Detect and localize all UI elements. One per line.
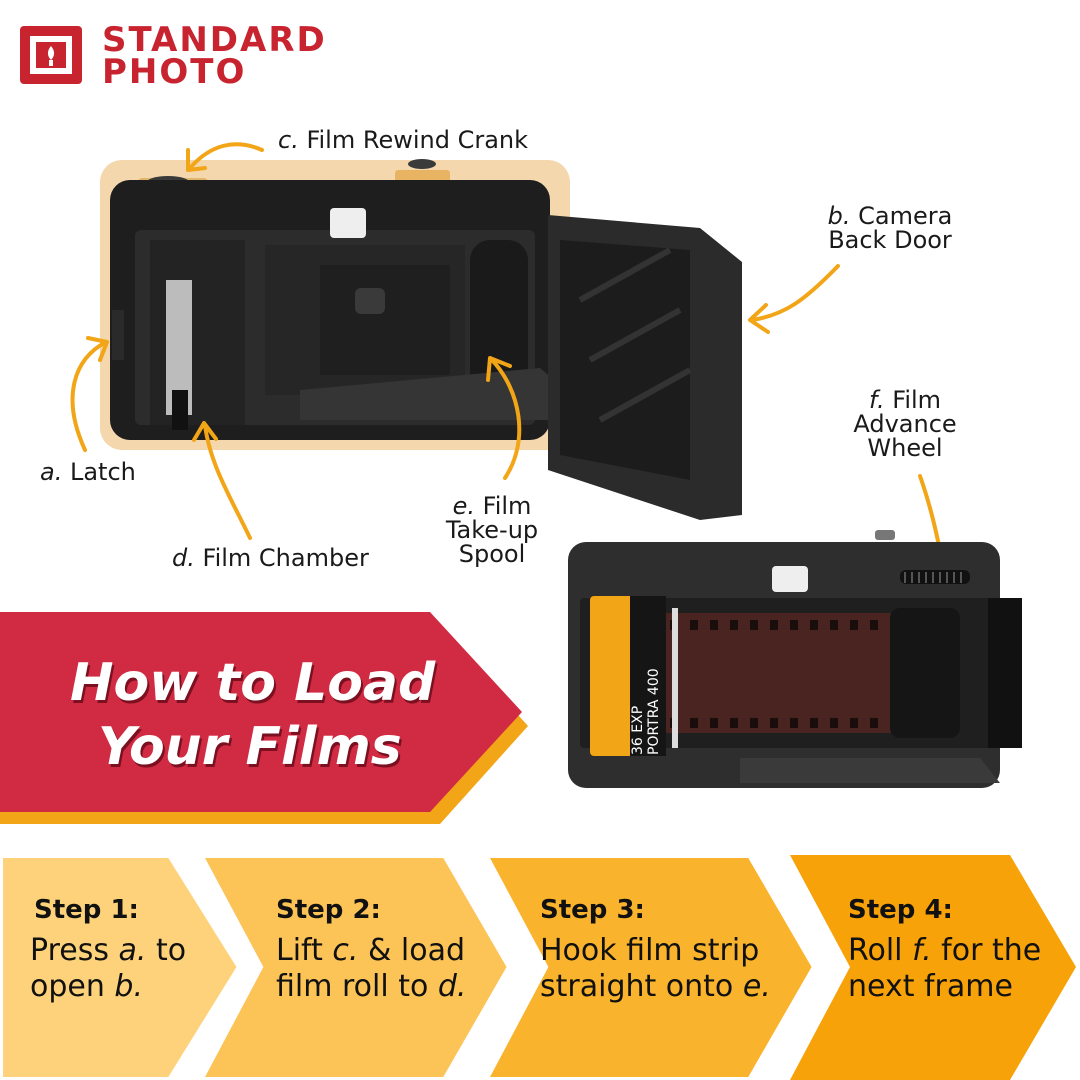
- arrow-b: [750, 264, 840, 322]
- step-2: Step 2: Lift c. & load film roll to d.: [276, 895, 466, 1005]
- label-d-film-chamber: d. Film Chamber: [172, 544, 369, 572]
- step-4: Step 4: Roll f. for the next frame: [848, 895, 1041, 1005]
- label-f-film-advance-wheel: f. Film Advance Wheel: [853, 386, 957, 462]
- logo-line2: PHOTO: [102, 52, 247, 92]
- label-c-film-rewind-crank: c. Film Rewind Crank: [278, 126, 529, 154]
- step-2-title: Step 2:: [276, 895, 381, 925]
- step-3-title: Step 3:: [540, 895, 645, 925]
- logo-line1: STANDARD: [102, 20, 327, 60]
- film-cassette-label: 36 EXP PORTRA 400: [630, 668, 662, 755]
- logo: STANDARD PHOTO: [18, 20, 348, 92]
- label-e-film-take-up-spool: e. Film Take-up Spool: [445, 492, 539, 568]
- step-3-body: Hook film strip straight onto e.: [540, 933, 771, 1004]
- camera-open-back-image: [100, 159, 742, 520]
- step-1-body: Press a. to open b.: [30, 933, 187, 1004]
- arrow-c: [188, 142, 264, 170]
- hero-banner: [0, 612, 528, 824]
- hero-title-line1: How to Load: [70, 653, 436, 713]
- step-2-body: Lift c. & load film roll to d.: [276, 933, 467, 1004]
- arrow-a: [70, 340, 108, 452]
- callout-arrows: [70, 142, 956, 576]
- arrow-e: [490, 358, 522, 480]
- label-b-camera-back-door: b. Camera Back Door: [827, 202, 953, 254]
- arrow-d: [203, 423, 252, 540]
- step-3: Step 3: Hook film strip straight onto e.: [540, 895, 771, 1005]
- s-flame-logo-icon: [20, 26, 82, 84]
- step-4-title: Step 4:: [848, 895, 953, 925]
- camera-film-loaded-image: [568, 530, 1022, 788]
- hero-title-line2: Your Films: [98, 717, 402, 777]
- label-a-latch: a. Latch: [40, 458, 136, 486]
- step-4-body: Roll f. for the next frame: [848, 933, 1042, 1004]
- step-1: Step 1: Press a. to open b.: [30, 895, 186, 1005]
- steps-band: [0, 855, 1076, 1080]
- step-1-title: Step 1:: [34, 895, 139, 925]
